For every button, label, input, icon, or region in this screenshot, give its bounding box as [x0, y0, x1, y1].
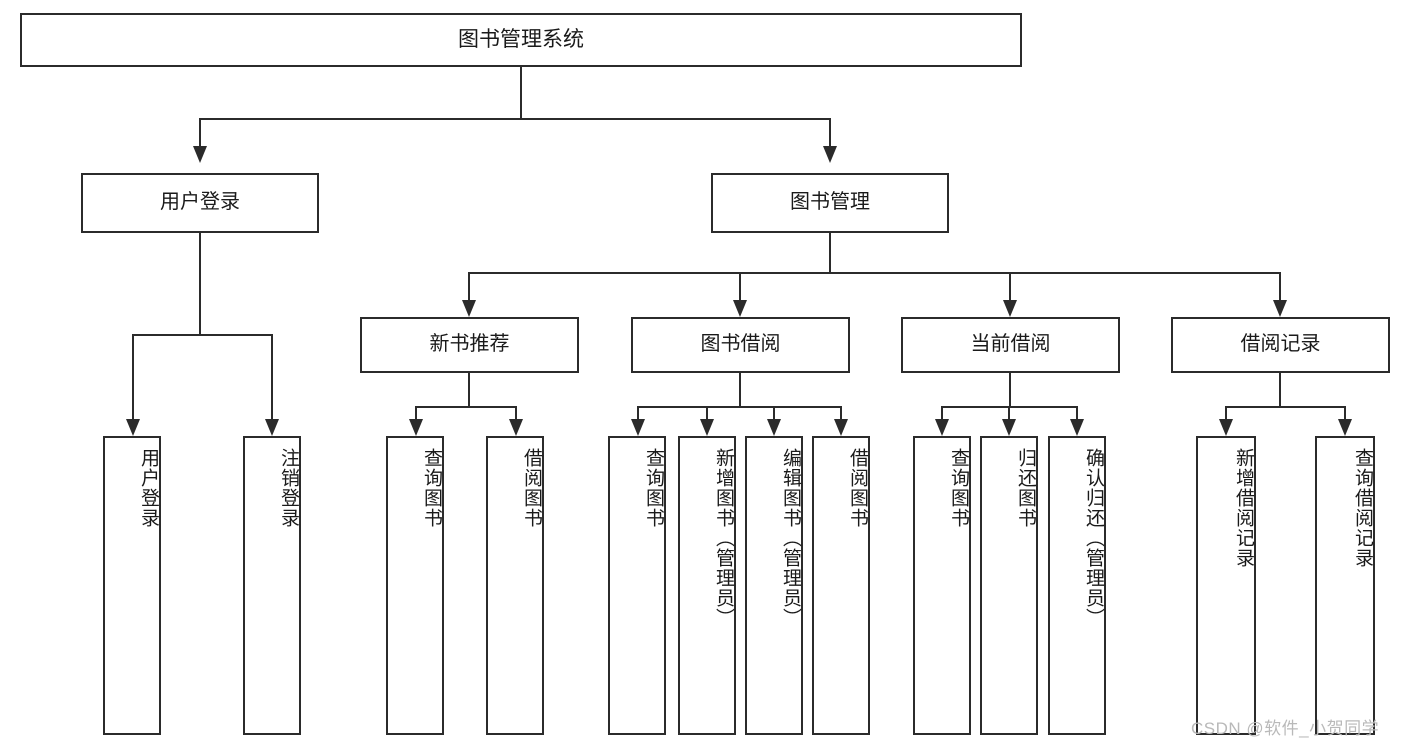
connector-user-login-leaf-2: [271, 334, 273, 419]
node-label: 查询图书: [948, 448, 969, 528]
arrowhead-user-login-leaf-1: [126, 419, 140, 436]
connector-current-borrow-leaf-1: [941, 406, 943, 419]
connector-book-mgmt-stem: [829, 233, 831, 273]
node-leaf-logout[interactable]: 注销登录: [243, 436, 301, 735]
node-leaf-query-books-rec[interactable]: 查询图书: [386, 436, 444, 735]
node-leaf-add-borrow-record[interactable]: 新增借阅记录: [1196, 436, 1256, 735]
connector-new-book-rec-stem: [468, 373, 470, 407]
arrowhead-current-borrow-leaf-2: [1002, 419, 1016, 436]
connector-book-borrow-bus: [637, 406, 842, 408]
connector-borrow-record-leaf-2: [1344, 406, 1346, 419]
node-label: 图书借阅: [700, 333, 781, 356]
node-label: 归还图书: [1015, 448, 1036, 528]
node-book-management[interactable]: 图书管理: [711, 173, 949, 233]
connector-to-book-borrow: [739, 272, 741, 300]
node-leaf-return-book[interactable]: 归还图书: [980, 436, 1038, 735]
node-leaf-query-books-borrow[interactable]: 查询图书: [608, 436, 666, 735]
connector-user-login-leaf-1: [132, 334, 134, 419]
connector-book-borrow-leaf-1: [637, 406, 639, 419]
arrowhead-current-borrow-leaf-1: [935, 419, 949, 436]
connector-user-login-bus: [132, 334, 272, 336]
node-new-book-recommend[interactable]: 新书推荐: [360, 317, 579, 373]
node-leaf-user-login[interactable]: 用户登录: [103, 436, 161, 735]
connector-new-book-rec-leaf-2: [515, 406, 517, 419]
node-leaf-edit-book-admin[interactable]: 编辑图书（管理员）: [745, 436, 803, 735]
node-current-borrow[interactable]: 当前借阅: [901, 317, 1120, 373]
node-label: 新增图书（管理员）: [713, 448, 734, 628]
node-label: 用户登录: [160, 191, 240, 214]
connector-new-book-rec-leaf-1: [415, 406, 417, 419]
connector-to-borrow-record: [1279, 272, 1281, 300]
arrowhead-user-login-leaf-2: [265, 419, 279, 436]
node-label: 编辑图书（管理员）: [780, 448, 801, 628]
node-label: 图书管理系统: [458, 27, 584, 51]
node-label: 确认归还（管理员）: [1083, 448, 1104, 628]
node-leaf-borrow-books-rec[interactable]: 借阅图书: [486, 436, 544, 735]
node-label: 当前借阅: [970, 333, 1051, 356]
connector-borrow-record-leaf-1: [1225, 406, 1227, 419]
node-leaf-confirm-return-admin[interactable]: 确认归还（管理员）: [1048, 436, 1106, 735]
arrowhead-to-current-borrow: [1003, 300, 1017, 317]
arrowhead-to-borrow-record: [1273, 300, 1287, 317]
connector-borrow-record-bus: [1225, 406, 1345, 408]
connector-new-book-rec-bus: [415, 406, 516, 408]
node-label: 借阅图书: [847, 448, 868, 528]
connector-level3-bus: [468, 272, 1280, 274]
node-leaf-query-books-current[interactable]: 查询图书: [913, 436, 971, 735]
connector-current-borrow-stem: [1009, 373, 1011, 407]
connector-to-new-book-rec: [468, 272, 470, 300]
arrowhead-book-borrow-leaf-1: [631, 419, 645, 436]
node-label: 新增借阅记录: [1233, 448, 1254, 568]
node-label: 注销登录: [278, 448, 299, 528]
arrowhead-new-book-rec-leaf-1: [409, 419, 423, 436]
node-borrow-record[interactable]: 借阅记录: [1171, 317, 1390, 373]
arrowhead-book-borrow-leaf-4: [834, 419, 848, 436]
connector-root-bus: [199, 118, 831, 120]
connector-to-book-mgmt: [829, 118, 831, 146]
connector-book-borrow-leaf-4: [840, 406, 842, 419]
arrowhead-book-borrow-leaf-2: [700, 419, 714, 436]
node-label: 借阅记录: [1240, 333, 1321, 356]
connector-current-borrow-leaf-3: [1076, 406, 1078, 419]
arrowhead-to-user-login: [193, 146, 207, 163]
connector-book-borrow-stem: [739, 373, 741, 407]
arrowhead-borrow-record-leaf-2: [1338, 419, 1352, 436]
node-leaf-query-borrow-record[interactable]: 查询借阅记录: [1315, 436, 1375, 735]
node-label: 新书推荐: [429, 333, 510, 356]
watermark-text: CSDN @软件_小贺同学: [1191, 719, 1380, 738]
connector-to-current-borrow: [1009, 272, 1011, 300]
node-label: 借阅图书: [521, 448, 542, 528]
connector-book-borrow-leaf-2: [706, 406, 708, 419]
node-label: 查询借阅记录: [1352, 448, 1373, 568]
arrowhead-to-book-borrow: [733, 300, 747, 317]
node-label: 图书管理: [790, 191, 870, 214]
connector-borrow-record-stem: [1279, 373, 1281, 407]
node-leaf-add-book-admin[interactable]: 新增图书（管理员）: [678, 436, 736, 735]
arrowhead-new-book-rec-leaf-2: [509, 419, 523, 436]
connector-book-borrow-leaf-3: [773, 406, 775, 419]
arrowhead-current-borrow-leaf-3: [1070, 419, 1084, 436]
node-book-borrow[interactable]: 图书借阅: [631, 317, 850, 373]
node-user-login[interactable]: 用户登录: [81, 173, 319, 233]
connector-to-user-login: [199, 118, 201, 146]
connector-user-login-stem: [199, 233, 201, 335]
arrowhead-to-book-mgmt: [823, 146, 837, 163]
node-label: 查询图书: [643, 448, 664, 528]
connector-current-borrow-leaf-2: [1008, 406, 1010, 419]
node-leaf-borrow-book[interactable]: 借阅图书: [812, 436, 870, 735]
arrowhead-borrow-record-leaf-1: [1219, 419, 1233, 436]
node-label: 用户登录: [138, 448, 159, 528]
arrowhead-to-new-book-rec: [462, 300, 476, 317]
node-root-system[interactable]: 图书管理系统: [20, 13, 1022, 67]
arrowhead-book-borrow-leaf-3: [767, 419, 781, 436]
node-label: 查询图书: [421, 448, 442, 528]
connector-root-stem: [520, 67, 522, 119]
